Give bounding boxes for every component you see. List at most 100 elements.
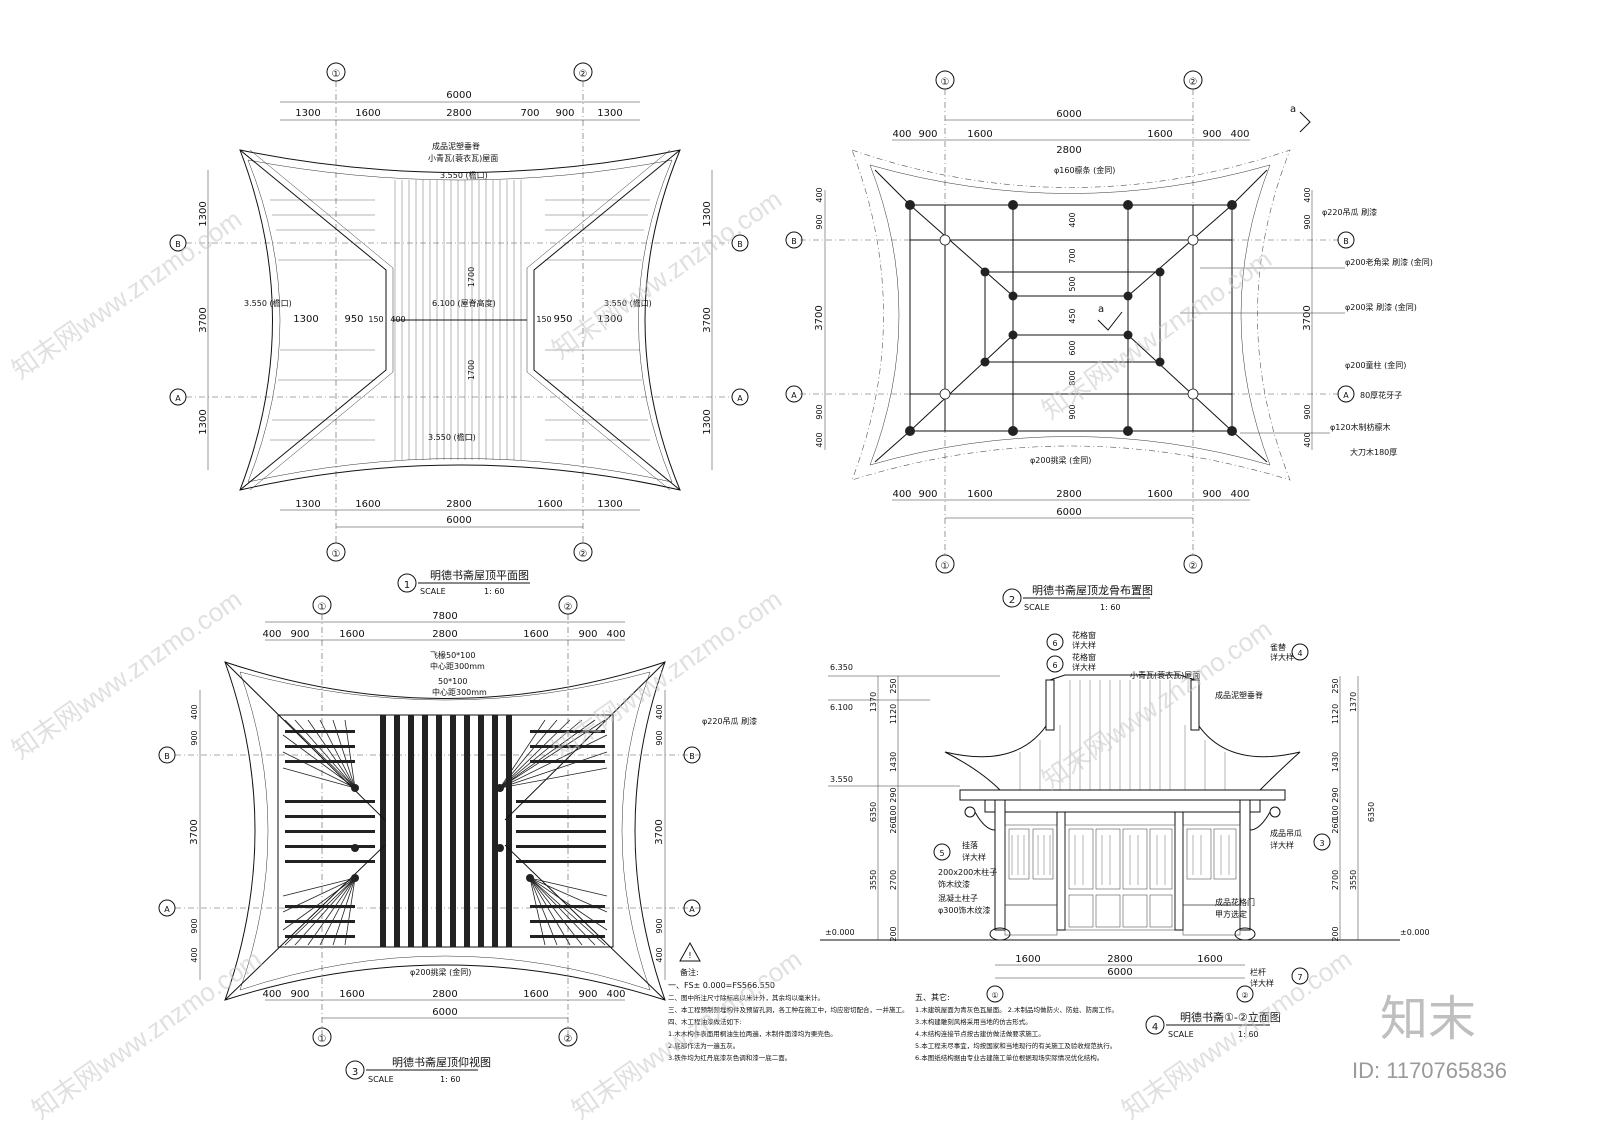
drawing-number: 2 [1009,595,1015,606]
callout-label: 花格窗 [1072,652,1096,662]
callout-label: 成品泥塑垂脊 [1215,690,1263,700]
member-label: φ200老角梁 刷漆 (金同) [1345,257,1433,267]
scale-value: 1: 60 [440,1075,461,1084]
axis-label: A [1343,391,1349,400]
roof-plan-drawing: ① ② B A B A 6000 1300 1600 2800 700 900 … [169,62,749,596]
dim-text: 2700 [889,870,898,890]
dim-text: 1120 [1331,704,1340,724]
dim-text: 400 [892,489,911,500]
callout-label: 200x200木柱子 [938,867,997,877]
dim-text: 2800 [1107,954,1132,965]
watermark-text: 知末网www.znzmo.com [6,204,247,385]
svg-text:3: 3 [1319,839,1324,848]
dim-text: 3550 [1349,870,1358,890]
svg-text:6: 6 [1052,639,1057,648]
note-line: 3.铁件均为红丹底漆灰色调和漆一底二面。 [668,1053,791,1062]
dim-text: 500 [1068,276,1077,291]
member-label: 飞椽50*100 [430,650,475,660]
dim-text: 2800 [432,989,457,1000]
axis-bubble-b-left: B [785,231,803,249]
dim-text: 800 [1068,370,1077,385]
dim-text: 6000 [1056,507,1081,518]
dim-text: 900 [290,989,309,1000]
axis-bubble-b-right: B [731,234,749,252]
member-label: φ160檩条 (金同) [1054,165,1115,175]
axis-label: A [791,391,797,400]
dim-text: 400 [262,629,281,640]
svg-text:4: 4 [1297,649,1302,658]
axis-bubble-1-top: ① [326,62,346,82]
elevation-drawing: 6.350 6.100 3.550 ±0.000 ±0.000 [820,630,1430,1039]
callout-label: 混凝土柱子 [938,893,978,903]
dim-text: 400 [655,704,664,719]
framing-plan-drawing: ① ② B A B A 6000 400 900 1600 2800 1600 … [785,70,1433,612]
dim-text: 700 [1068,248,1077,263]
dim-text: 900 [1202,129,1221,140]
dim-text: 1600 [1147,489,1172,500]
dim-text: 6350 [869,802,878,822]
dim-text: 900 [918,489,937,500]
dim-text: 1600 [355,108,380,119]
dim-text: 1300 [293,314,318,325]
callout-label: 雀替 [1270,642,1286,652]
axis-bubble-a-right: A [683,899,701,917]
axis-bubble-1-top: ① [935,70,955,90]
axis-bubble-2-bottom: ② [1236,985,1254,1003]
axis-label: ① [991,991,998,1000]
dim-text: 400 [190,704,199,719]
axis-label: A [164,905,170,914]
dim-text: 1700 [467,267,476,287]
dim-text: 1300 [295,499,320,510]
dim-text: 900 [655,918,664,933]
callout-label: 成品吊瓜 [1270,828,1302,838]
dim-text: 100 290 [889,787,898,820]
callout-label: 花格窗 [1072,630,1096,640]
elevation-label: 3.550 (檐口) [604,298,652,308]
callout-label: 成品花格门 [1215,897,1255,907]
watermark-text: 知末网www.znzmo.com [6,584,247,765]
image-id: ID: 1170765836 [1352,1058,1507,1083]
dim-text: 2800 [446,108,471,119]
dim-text: 1600 [523,989,548,1000]
dim-text: 1300 [198,201,209,226]
axis-bubble-2-top: ② [558,595,578,615]
dim-text: 900 [1303,214,1312,229]
dim-text: 2800 [432,629,457,640]
dim-text: 1300 [295,108,320,119]
dim-text: 400 [655,947,664,962]
dim-text: 950 [344,314,363,325]
axis-bubble-1-bottom: ① [986,985,1004,1003]
dim-text: 900 [190,918,199,933]
dim-text: 900 [815,214,824,229]
svg-text:6: 6 [1052,661,1057,670]
callout-label: 详大样 [1072,640,1096,650]
dim-text: 3700 [814,305,825,330]
drawing-title-1: 1 明德书斋屋顶平面图 SCALE 1: 60 [397,568,530,596]
dim-text: 950 [553,314,572,325]
member-label: 中心距300mm [430,661,485,671]
member-label: 中心距300mm [432,687,487,697]
watermark-text: 知末网www.znzmo.com [1116,944,1357,1125]
dim-text: 1600 [967,489,992,500]
dim-text: 6000 [1056,109,1081,120]
dim-text: 400 [815,187,824,202]
dim-text: 1600 [355,499,380,510]
dim-text: 2800 [1056,145,1081,156]
dim-text: 6000 [432,1007,457,1018]
dim-text: 900 [655,730,664,745]
dim-text: 1300 [702,409,713,434]
dim-text: 250 [889,678,898,693]
dim-text: 1300 [597,499,622,510]
dim-text: 600 [1068,340,1077,355]
note-text: 小青瓦(蓑衣瓦)屋面 [428,153,498,163]
dim-text: 400 [815,432,824,447]
notes-header: 备注: [680,967,699,977]
axis-bubble-a-left: A [158,899,176,917]
member-label: 50*100 [438,677,467,686]
svg-text:5: 5 [939,849,944,858]
axis-bubble-b-left: B [169,234,187,252]
axis-bubble-1-bottom: ① [935,554,955,574]
watermark-text: 知末网www.znzmo.com [26,944,267,1125]
dim-text: 1300 [597,314,622,325]
dim-text: 400 [190,947,199,962]
